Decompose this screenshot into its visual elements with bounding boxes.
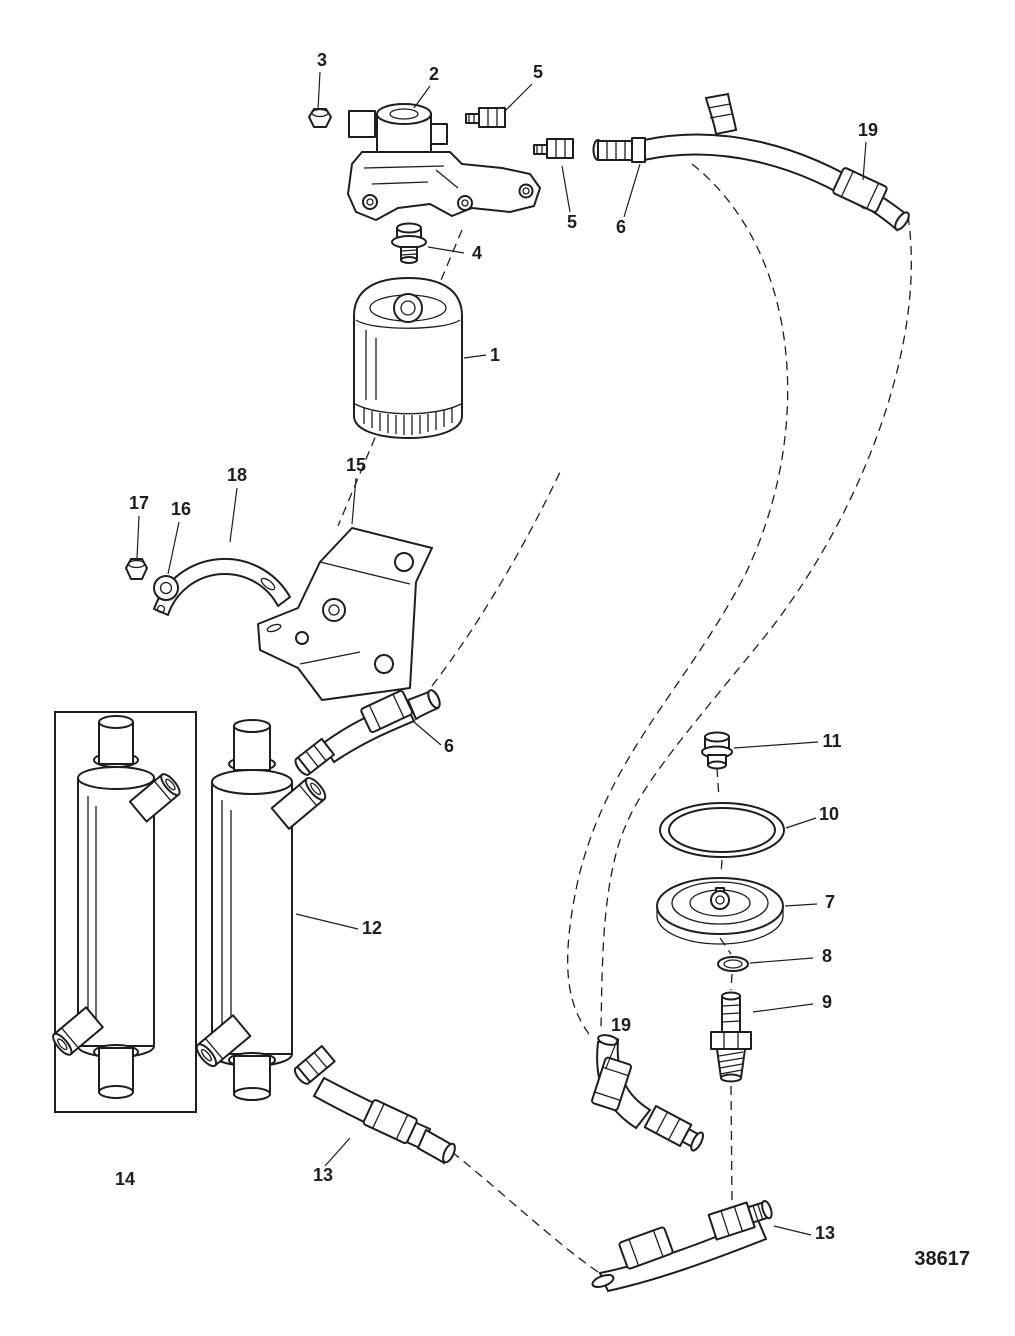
callout-leader-lines	[136, 71, 867, 1236]
fuel-filter-canister	[353, 277, 463, 439]
hex-fitting-lower	[533, 138, 574, 159]
hose-sleeve-19-top	[832, 167, 888, 213]
seal-ring	[659, 802, 785, 858]
callout-16: 16	[171, 499, 191, 519]
callout-14: 14	[115, 1169, 135, 1189]
mounting-bracket-plate	[257, 527, 433, 701]
hose-13-left	[293, 1045, 456, 1165]
cooler-port-upper	[270, 776, 327, 830]
fuel-hose-top	[592, 92, 910, 232]
filter-head-adapter	[656, 877, 784, 945]
drawing-number: 38617	[914, 1248, 970, 1270]
callout-1: 1	[490, 345, 500, 365]
callout-4: 4	[472, 243, 482, 263]
hose-crimp-sleeve	[591, 1056, 632, 1112]
hose-crimp-sleeve	[362, 1099, 418, 1144]
grommet	[153, 575, 179, 601]
plug-fitting	[701, 731, 733, 770]
fuel-hose-middle	[294, 689, 441, 776]
callout-labels: 3 2 5 19 5 6 4 1 18 15 17 16 6 11 10 7 8…	[115, 50, 878, 1243]
callout-12: 12	[362, 918, 382, 938]
callout-9: 9	[822, 992, 832, 1012]
hose-end-fitting	[293, 1045, 336, 1085]
hose-crimp-sleeve	[618, 1226, 674, 1270]
callout-2: 2	[429, 64, 439, 84]
adapter-fitting	[391, 222, 427, 264]
callout-11: 11	[822, 731, 841, 751]
hose-13-right	[591, 1199, 773, 1293]
callout-10: 10	[819, 804, 839, 824]
callout-6-top: 6	[616, 217, 626, 237]
callout-7: 7	[825, 892, 835, 912]
callout-13-right: 13	[815, 1223, 835, 1243]
nipple-fitting	[710, 991, 752, 1083]
locknut	[308, 108, 332, 128]
hose-19-middle	[591, 1034, 705, 1152]
hose-end-nut	[707, 1199, 773, 1241]
cooler-port-upper	[128, 773, 181, 823]
callout-19-top: 19	[858, 120, 878, 140]
o-ring	[717, 956, 749, 972]
callout-6-middle: 6	[444, 736, 454, 756]
cooler-port-lower	[52, 1006, 104, 1056]
hose-crimp-sleeve	[360, 690, 414, 734]
pump-bracket-assembly	[347, 103, 541, 221]
oil-cooler-12	[195, 719, 327, 1101]
callout-13-left: 13	[313, 1165, 333, 1185]
hose-hex-fitting	[643, 1105, 705, 1152]
callout-8: 8	[822, 946, 832, 966]
hex-fitting-upper	[465, 107, 506, 128]
callout-5-upper: 5	[533, 62, 543, 82]
hose-clamp-strap	[153, 557, 291, 616]
phantom-routing-lines	[337, 163, 912, 1273]
callout-18: 18	[227, 465, 247, 485]
callout-17: 17	[129, 493, 149, 513]
callout-5-lower: 5	[567, 212, 577, 232]
callout-19-mid: 19	[611, 1015, 631, 1035]
callout-3: 3	[317, 50, 327, 70]
oil-cooler-14-assembly	[52, 711, 197, 1113]
callout-15: 15	[346, 455, 366, 475]
hose-end-fitting	[294, 737, 335, 776]
cooler-port-lower	[195, 1014, 252, 1068]
clamp-nut	[125, 558, 148, 580]
